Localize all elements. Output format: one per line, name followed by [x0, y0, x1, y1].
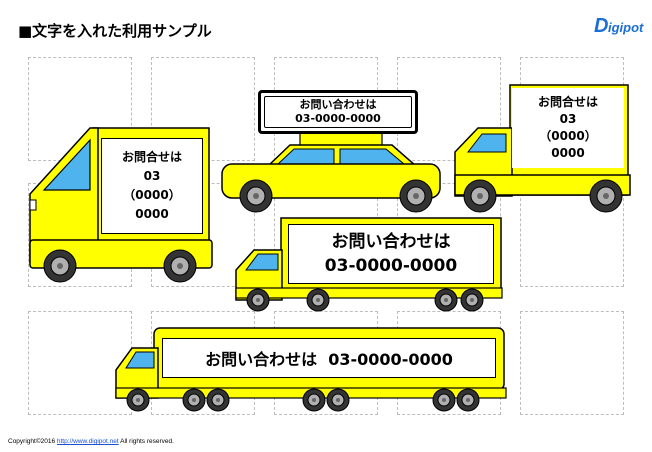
taxi-sign-line1: お問い合わせは	[299, 98, 377, 111]
truck-middle-sign: お問い合わせは 03-0000-0000	[288, 224, 494, 284]
wheel	[206, 388, 230, 412]
truck-middle-sign-line2: 03-0000-0000	[324, 256, 458, 276]
wheel	[246, 288, 270, 312]
digipot-logo: D igipot	[594, 15, 644, 37]
truck-left-sign: お問合せは 03 （0000） 0000	[101, 138, 203, 234]
truck-middle-window	[245, 253, 279, 271]
van-right-sign-line2: 03	[559, 112, 577, 126]
wheel	[589, 179, 623, 213]
wheel	[460, 288, 484, 312]
grid-cell	[520, 311, 624, 415]
svg-text:igipot: igipot	[608, 20, 644, 35]
footer-copyright: Copyright©2016 http://www.digipot.net Al…	[8, 438, 174, 445]
trailer-window	[125, 351, 155, 369]
footer-prefix: Copyright©2016	[8, 438, 57, 445]
truck-middle-chassis	[235, 287, 503, 299]
taxi-sign-base	[299, 131, 383, 147]
wheel	[302, 388, 326, 412]
page-title: ■文字を入れた利用サンプル	[18, 22, 212, 40]
truck-left-light	[29, 199, 37, 211]
trailer-sign-text: お問い合わせは 03-0000-0000	[205, 350, 453, 369]
truck-left-sign-line2: 03	[143, 169, 161, 183]
van-right-window	[466, 133, 507, 153]
van-right-sign-line4: 0000	[551, 146, 585, 160]
taxi-body	[221, 163, 441, 199]
wheel	[43, 249, 77, 283]
truck-left-sign-line4: 0000	[135, 207, 169, 221]
trailer-sign: お問い合わせは 03-0000-0000	[162, 338, 496, 378]
truck-left-sign-line3: （0000）	[123, 188, 181, 202]
footer-suffix: All rights reserved.	[118, 438, 174, 445]
truck-left-window	[42, 138, 91, 191]
van-right-sign-line1: お問合せは	[537, 95, 598, 109]
van-right-bumper	[454, 174, 631, 196]
truck-left-sign-line1: お問合せは	[121, 150, 182, 164]
wheel	[434, 288, 458, 312]
taxi	[221, 131, 441, 213]
wheel	[326, 388, 350, 412]
van-right-sign: お問合せは 03 （0000） 0000	[512, 88, 624, 168]
wheel	[456, 388, 480, 412]
taxi-sign-line2: 03-0000-0000	[295, 112, 381, 125]
wheel	[239, 179, 273, 213]
truck-middle-sign-line1: お問い合わせは	[331, 232, 451, 252]
wheel	[463, 179, 497, 213]
wheel	[182, 388, 206, 412]
svg-text:D: D	[594, 15, 608, 37]
wheel	[126, 388, 150, 412]
footer-link[interactable]: http://www.digipot.net	[56, 438, 119, 445]
taxi-roof-sign: お問い合わせは 03-0000-0000	[258, 90, 418, 134]
wheel	[163, 249, 197, 283]
wheel	[306, 288, 330, 312]
wheel	[432, 388, 456, 412]
wheel	[399, 179, 433, 213]
van-right-sign-line3: （0000）	[539, 129, 597, 143]
